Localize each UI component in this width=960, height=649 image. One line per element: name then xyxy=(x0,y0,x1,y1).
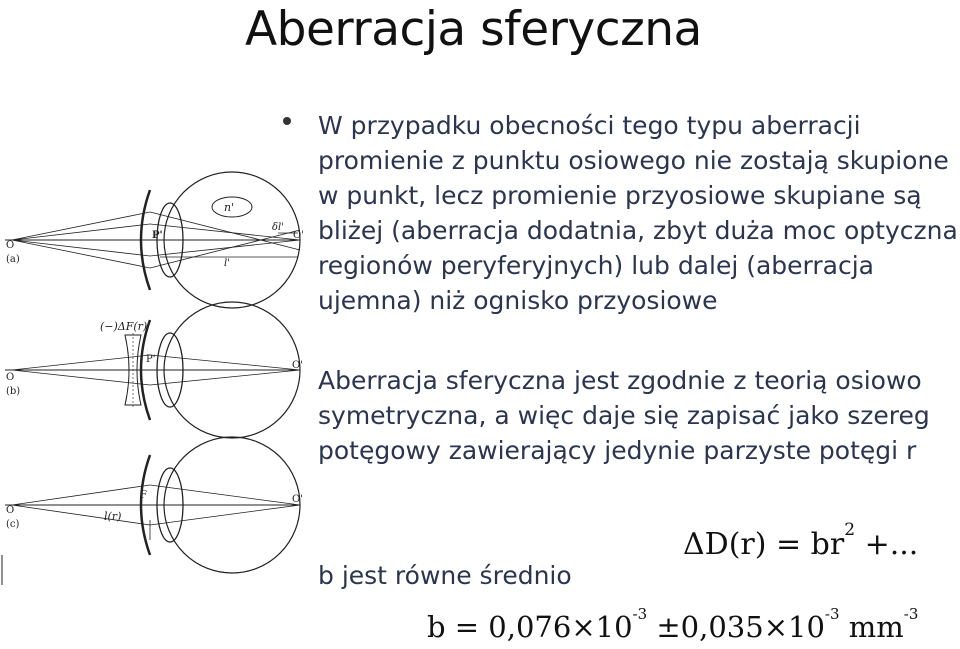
label-O-b: O xyxy=(6,372,14,383)
equation-exponent: 2 xyxy=(844,520,856,540)
crystalline-lens-b xyxy=(156,332,184,408)
label-panel-b: (b) xyxy=(6,386,20,397)
label-Oprime-a: O' xyxy=(293,230,304,241)
equation-delta-d: ΔD(r) = br2 +... xyxy=(683,520,918,562)
label-l-r: l(r) xyxy=(104,510,121,523)
label-delta-l: δl' xyxy=(272,222,284,233)
eq2-exp1: -3 xyxy=(632,605,648,623)
label-nprime: n' xyxy=(224,201,234,214)
eq2-exp2: -3 xyxy=(824,605,840,623)
panel-b: O (b) (−)ΔF(r) P' O' xyxy=(5,301,303,439)
cornea-a xyxy=(139,189,152,291)
paragraph-aberration-definition: W przypadku obecności tego typu aberracj… xyxy=(318,111,958,315)
slide-title: Aberracja sferyczna xyxy=(245,2,702,57)
cornea-b xyxy=(139,319,152,421)
eye-aberration-figure: O (a) n' δl' O' P' l' O (b) (−)ΔF(r) P' … xyxy=(1,171,304,585)
label-F-c: F xyxy=(140,490,147,501)
eq2-unit: mm xyxy=(839,610,904,644)
equation-rest: +... xyxy=(855,527,919,562)
label-O-a: O xyxy=(6,240,14,251)
eq2-part2: ±0,035×10 xyxy=(647,610,825,644)
refractive-index-label-oval xyxy=(211,196,253,218)
label-delta-F: (−)ΔF(r) xyxy=(100,320,147,333)
equation-lhs: ΔD(r) = br xyxy=(683,527,845,562)
eq2-part1: b = 0,076×10 xyxy=(427,610,633,644)
label-panel-c: (c) xyxy=(6,519,20,530)
panel-a: O (a) n' δl' O' P' l' xyxy=(5,171,304,309)
label-Oprime-c: O' xyxy=(292,494,303,505)
label-P-a: P' xyxy=(152,230,163,241)
crystalline-lens-a xyxy=(156,202,184,278)
label-P-b: P' xyxy=(146,354,155,365)
equation-b-value: b = 0,076×10-3 ±0,035×10-3 mm-3 xyxy=(427,605,918,644)
b-average-label: b jest równe średnio xyxy=(318,561,572,590)
panel-c: O (c) l(r) F O' xyxy=(1,436,303,585)
label-Oprime-b: O' xyxy=(292,360,303,371)
crystalline-lens-c xyxy=(156,467,184,543)
eq2-exp3: -3 xyxy=(903,605,919,623)
paragraph-power-series: Aberracja sferyczna jest zgodnie z teori… xyxy=(318,366,930,465)
label-panel-a: (a) xyxy=(6,254,20,265)
label-O-c: O xyxy=(6,505,14,516)
correcting-lens-b xyxy=(124,334,142,406)
label-lprime: l' xyxy=(224,258,230,269)
bullet-point xyxy=(283,117,291,125)
cornea-c xyxy=(139,454,152,556)
